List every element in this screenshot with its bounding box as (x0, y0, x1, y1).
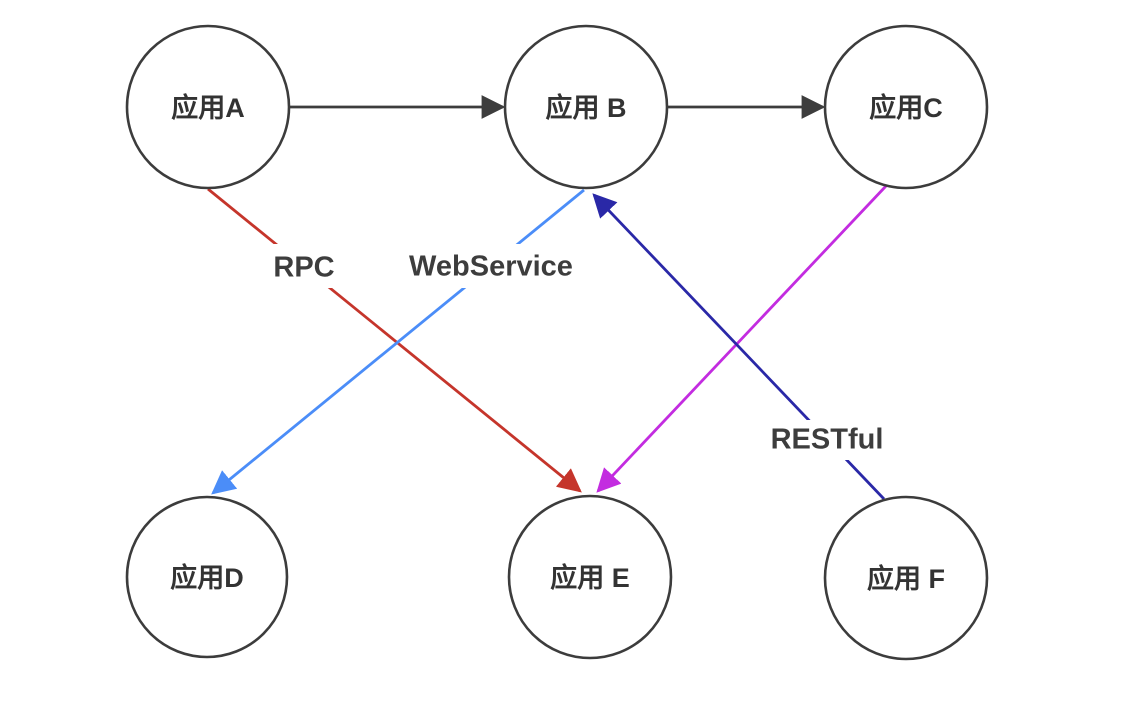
edge-c-to-e (596, 185, 888, 493)
node-app-a: 应用A (125, 24, 291, 190)
node-app-e-circle (507, 494, 673, 660)
edge-label-bg-webservice (396, 244, 586, 288)
edge-label-bg-rpc (262, 244, 346, 288)
edge-label-bg-restful (763, 420, 891, 460)
edge-label-webservice: WebService (409, 251, 573, 283)
edge-label-restful: RESTful (771, 424, 884, 456)
node-app-a-circle (125, 24, 291, 190)
node-app-b-label: 应用 B (546, 92, 627, 123)
node-app-e-label: 应用 E (550, 562, 630, 593)
edge-b-to-d-webservice (211, 188, 585, 495)
node-app-c-label: 应用C (869, 92, 943, 123)
node-app-d-label: 应用D (170, 562, 244, 593)
edge-label-rpc: RPC (273, 252, 334, 284)
node-app-f: 应用 F (823, 495, 989, 661)
node-app-c-circle (823, 24, 989, 190)
node-app-b: 应用 B (503, 24, 669, 190)
node-app-f-circle (823, 495, 989, 661)
node-app-f-label: 应用 F (867, 563, 945, 594)
node-app-c: 应用C (823, 24, 989, 190)
node-app-b-circle (503, 24, 669, 190)
node-app-e: 应用 E (507, 494, 673, 660)
node-app-a-label: 应用A (171, 92, 245, 123)
node-app-d-circle (125, 495, 289, 659)
edge-a-to-e-rpc (207, 187, 582, 493)
node-app-d: 应用D (125, 495, 289, 659)
